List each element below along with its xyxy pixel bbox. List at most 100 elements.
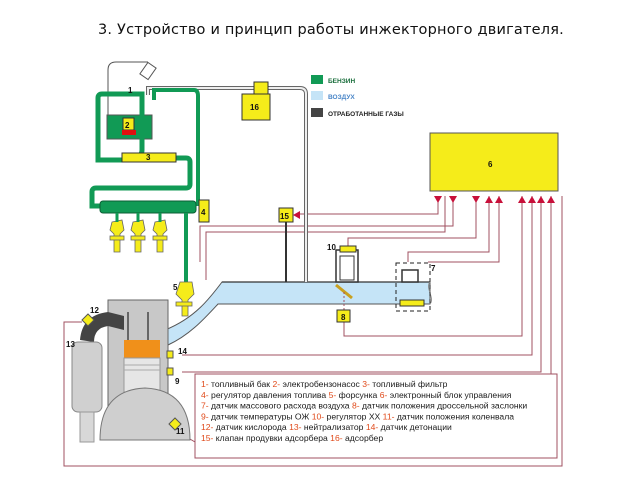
caption-number: 15-: [201, 433, 214, 443]
label-7: 7: [431, 264, 436, 273]
label-11: 11: [176, 427, 185, 436]
wire-to-9: [182, 196, 542, 373]
caption-number: 14-: [366, 422, 379, 432]
label-16: 16: [250, 103, 259, 112]
wire-to-12: [63, 196, 563, 467]
legend-swatch-fuel: [311, 75, 323, 84]
label-13: 13: [66, 340, 75, 349]
vapor-line: [146, 86, 308, 282]
caption-text: электронный блок управления: [387, 390, 511, 400]
label-8: 8: [341, 313, 346, 322]
arrow-icon: [293, 211, 300, 219]
caption-text: адсорбер: [343, 433, 384, 443]
wire-to-8: [343, 196, 523, 337]
component-11: [168, 417, 182, 431]
caption-number: 10-: [312, 411, 325, 421]
wire-to-10: [347, 196, 477, 246]
wire-to-14: [182, 196, 533, 356]
component-8: [336, 309, 351, 323]
injector-icon: [152, 219, 168, 253]
caption-text: регулятор давления топлива: [209, 390, 329, 400]
caption-number: 11-: [383, 411, 395, 421]
caption-number: 4-: [201, 390, 209, 400]
legend: БЕНЗИН ВОЗДУХ ОТРАБОТАННЫЕ ГАЗЫ: [311, 75, 404, 118]
label-1: 1: [128, 86, 133, 95]
page-title: 3. Устройство и принцип работы инжекторн…: [98, 22, 564, 38]
legend-label-air: ВОЗДУХ: [328, 94, 355, 101]
component-12: [81, 313, 95, 327]
piston-crown: [124, 340, 160, 358]
caption-text: топливный бак: [209, 379, 273, 389]
label-15: 15: [280, 212, 289, 221]
wire-to-5: [205, 196, 446, 280]
label-4: 4: [201, 208, 206, 217]
fuel-tank-1: [107, 61, 148, 120]
caption-text: регулятор ХХ: [324, 411, 383, 421]
component-captions: 1- топливный бак 2- электробензонасос 3-…: [201, 379, 527, 443]
caption-number: 2-: [272, 379, 280, 389]
component-16: [241, 93, 271, 121]
caption-text: датчик детонации: [378, 422, 452, 432]
caption-line: 12- датчик кислорода 13- нейтрализатор 1…: [201, 422, 452, 432]
caption-line: 7- датчик массового расхода воздуха 8- д…: [201, 401, 527, 411]
caption-text: клапан продувки адсорбера: [213, 433, 330, 443]
component-7: [399, 299, 425, 307]
caption-number: 7-: [201, 401, 209, 411]
wire-to-4-area: [199, 196, 454, 262]
component-10: [339, 245, 357, 253]
caption-text: датчик массового расхода воздуха: [209, 401, 352, 411]
component-4: [198, 199, 210, 223]
fuel-system: 4 3 2 1 5: [89, 61, 210, 317]
caption-frame: [194, 373, 558, 459]
caption-line: 9- датчик температуры ОЖ 10- регулятор Х…: [201, 411, 514, 421]
label-6: 6: [488, 160, 493, 169]
caption-number: 1-: [201, 379, 209, 389]
component-9: [166, 367, 174, 376]
label-5: 5: [173, 283, 178, 292]
wire-to-15: [296, 196, 439, 215]
injector-icon: [109, 219, 125, 253]
caption-text: топливный фильтр: [370, 379, 448, 389]
caption-text: датчик температуры ОЖ: [209, 411, 312, 421]
label-3: 3: [146, 153, 151, 162]
component-3: [121, 152, 177, 163]
label-2: 2: [125, 121, 130, 130]
label-10: 10: [327, 243, 336, 252]
fuel-rail: [99, 200, 197, 214]
label-9: 9: [175, 377, 180, 386]
caption-number: 16-: [330, 433, 343, 443]
component-6-ecu: [429, 132, 559, 192]
caption-text: датчик положения дроссельной заслонки: [360, 401, 528, 411]
caption-number: 12-: [201, 422, 214, 432]
legend-swatch-air: [311, 91, 323, 100]
injector-icon: [130, 219, 146, 253]
label-12: 12: [90, 306, 99, 315]
caption-text: датчик кислорода: [213, 422, 289, 432]
caption-number: 5-: [329, 390, 337, 400]
caption-number: 3-: [362, 379, 370, 389]
caption-number: 13-: [289, 422, 302, 432]
engine-cylinder: [99, 299, 191, 441]
filler-cap-icon: [139, 61, 157, 81]
catalytic-converter-13: [71, 341, 103, 443]
injector-group: [109, 213, 195, 317]
caption-line: 4- регулятор давления топлива 5- форсунк…: [201, 390, 512, 400]
caption-text: нейтрализатор: [302, 422, 366, 432]
caption-text: датчик положения коленвала: [394, 411, 514, 421]
throttle-plate: [335, 283, 353, 300]
caption-line: 1- топливный бак 2- электробензонасос 3-…: [201, 379, 448, 389]
caption-text: форсунка: [336, 390, 379, 400]
component-14: [166, 350, 174, 359]
piston: [123, 357, 161, 393]
crankcase: [99, 387, 191, 441]
legend-label-exhaust: ОТРАБОТАННЫЕ ГАЗЫ: [328, 111, 404, 118]
injector-5-icon: [175, 281, 195, 317]
wire-to-7a: [407, 196, 490, 262]
legend-label-fuel: БЕНЗИН: [328, 78, 355, 85]
caption-line: 15- клапан продувки адсорбера 16- адсорб…: [201, 433, 383, 443]
label-14: 14: [178, 347, 187, 356]
caption-text: электробензонасос: [280, 379, 362, 389]
caption-number: 6-: [380, 390, 388, 400]
ecu-arrows: [434, 196, 555, 203]
